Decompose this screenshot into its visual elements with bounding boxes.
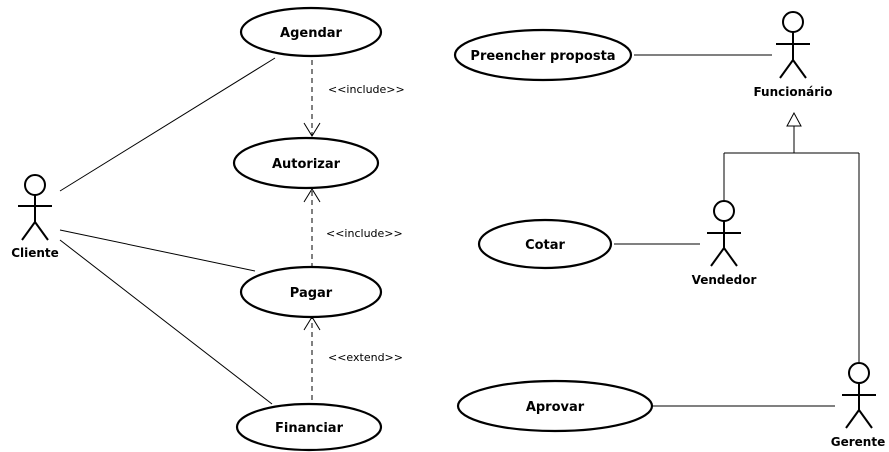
- extend-financiar-pagar: [303, 316, 321, 400]
- use-case-cotar: Cotar: [477, 218, 613, 270]
- stereotype-include-2: <<include>>: [326, 227, 403, 240]
- association-cliente-financiar: [59, 239, 273, 405]
- use-case-cotar-label: Cotar: [525, 238, 565, 253]
- actor-vendedor: Vendedor: [692, 200, 757, 287]
- use-case-aprovar: Aprovar: [456, 379, 654, 433]
- include-pagar-autorizar: [303, 188, 321, 268]
- association-cliente-agendar: [59, 57, 276, 192]
- use-case-financiar-label: Financiar: [275, 421, 344, 436]
- actor-funcionario-label: Funcionário: [753, 85, 832, 99]
- use-case-financiar: Financiar: [235, 402, 383, 452]
- use-case-aprovar-label: Aprovar: [526, 400, 585, 415]
- actor-cliente-label: Cliente: [11, 246, 59, 260]
- use-case-agendar: Agendar: [239, 6, 383, 58]
- use-case-pagar: Pagar: [239, 265, 383, 319]
- stick-figure-icon: [18, 174, 52, 241]
- actor-funcionario: Funcionário: [753, 11, 833, 99]
- use-case-preencher-proposta-label: Preencher proposta: [470, 49, 615, 64]
- use-case-autorizar: Autorizar: [232, 136, 380, 190]
- stereotype-extend: <<extend>>: [328, 351, 403, 364]
- stereotype-include-1: <<include>>: [328, 83, 405, 96]
- stick-figure-icon: [707, 200, 741, 267]
- actor-gerente-label: Gerente: [831, 435, 885, 449]
- generalization-to-funcionario: [723, 111, 860, 362]
- use-case-agendar-label: Agendar: [280, 26, 343, 41]
- actor-gerente: Gerente: [831, 362, 885, 449]
- actor-cliente: Cliente: [11, 174, 59, 260]
- association-cliente-pagar: [59, 229, 256, 272]
- include-agendar-autorizar: [303, 60, 321, 137]
- actor-vendedor-label: Vendedor: [692, 273, 757, 287]
- stick-figure-icon: [776, 11, 810, 79]
- stick-figure-icon: [842, 362, 876, 429]
- use-case-preencher-proposta: Preencher proposta: [453, 28, 633, 82]
- use-case-autorizar-label: Autorizar: [272, 157, 341, 172]
- use-case-pagar-label: Pagar: [290, 286, 333, 301]
